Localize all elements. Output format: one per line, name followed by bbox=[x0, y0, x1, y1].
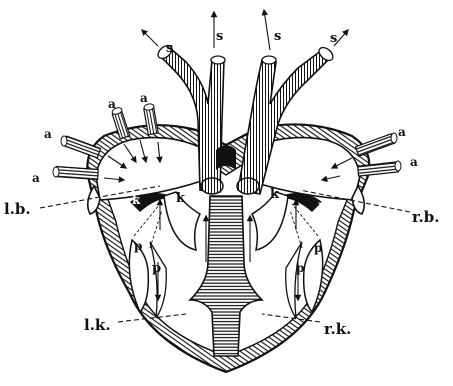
label-k-4: k bbox=[318, 201, 327, 215]
inflow-vessel-l4 bbox=[53, 167, 98, 180]
label-p-1: p bbox=[134, 239, 142, 253]
label-k-3: k bbox=[270, 187, 280, 202]
label-s-4: s bbox=[330, 31, 337, 46]
label-rb: r.b. bbox=[412, 208, 439, 226]
label-k-1: k bbox=[132, 193, 141, 207]
label-rk: r.k. bbox=[324, 320, 351, 338]
inflow-vessel-l3 bbox=[61, 136, 101, 158]
label-p-3: p bbox=[296, 261, 304, 275]
label-s-3: s bbox=[274, 29, 281, 44]
label-a-4: a bbox=[32, 171, 40, 185]
label-lk: l.k. bbox=[84, 316, 111, 334]
label-p-4: p bbox=[314, 241, 322, 255]
label-s-1: s bbox=[166, 41, 173, 56]
label-a-5: a bbox=[398, 125, 406, 139]
label-lb: l.b. bbox=[4, 200, 31, 218]
inflow-vessel-r1 bbox=[355, 133, 397, 156]
label-a-3: a bbox=[44, 127, 52, 141]
label-k-2: k bbox=[176, 191, 186, 206]
label-p-2: p bbox=[152, 261, 161, 276]
label-a-2: a bbox=[140, 91, 148, 105]
label-a-1: a bbox=[108, 97, 116, 111]
label-s-2: s bbox=[216, 29, 223, 44]
label-a-6: a bbox=[410, 155, 418, 169]
